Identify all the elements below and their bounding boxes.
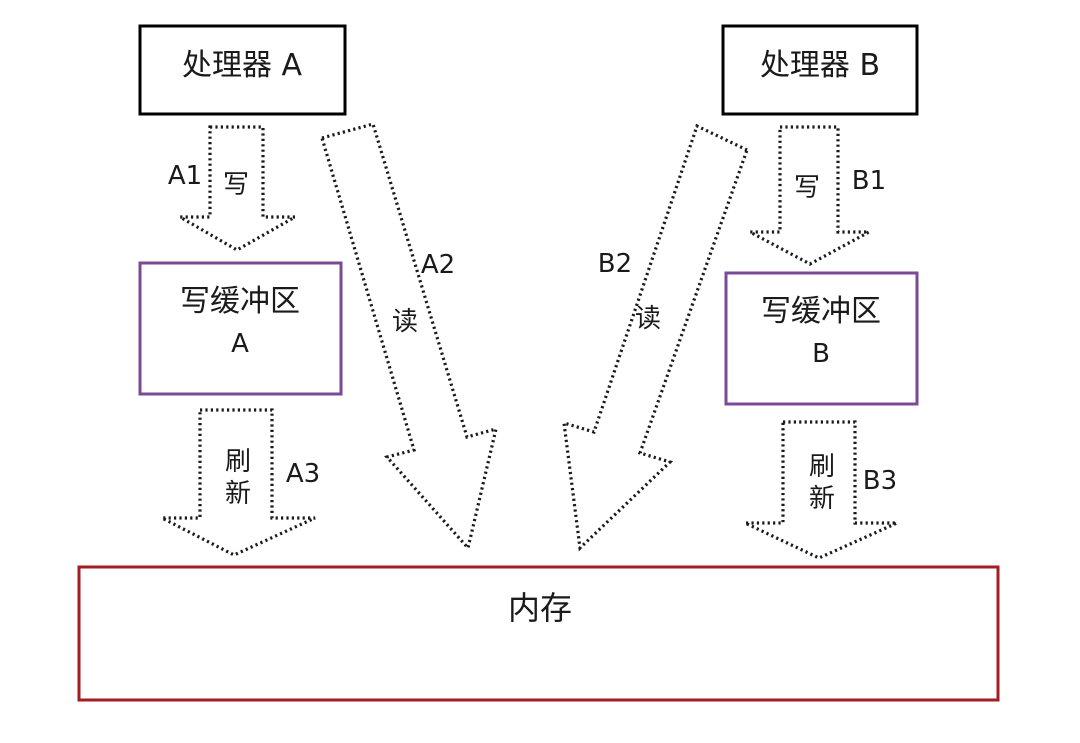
arrow-a2-read <box>320 122 499 552</box>
arrow-a3-action-line2: 新 <box>225 479 251 509</box>
write-buffer-a-frame <box>138 261 343 396</box>
arrow-a3-flush <box>161 408 316 557</box>
arrow-b1-write <box>749 125 870 266</box>
arrow-b2-tag: B2 <box>598 249 632 279</box>
memory-label: 内存 <box>508 589 572 627</box>
arrow-a1-tag: A1 <box>168 161 202 191</box>
arrow-a1-action: 写 <box>223 170 249 200</box>
write-buffer-a-line1: 写缓冲区 <box>180 284 300 319</box>
arrow-a2-action: 读 <box>392 307 418 337</box>
processor-a-label: 处理器 A <box>182 48 303 83</box>
processor-a-box: 处理器 A <box>138 24 347 116</box>
processor-a-frame <box>138 24 347 116</box>
arrow-a2-tag: A2 <box>421 250 455 280</box>
arrow-b1-tag: B1 <box>852 166 886 196</box>
write-buffer-b-frame <box>724 271 919 406</box>
memory-box: 内存 <box>77 565 1000 702</box>
write-buffer-a-line2: A <box>231 329 249 359</box>
arrow-b1-action: 写 <box>794 173 820 203</box>
arrow-b3-action-line2: 新 <box>809 484 835 514</box>
write-buffer-b-box: 写缓冲区 B <box>724 271 919 406</box>
processor-b-box: 处理器 B <box>721 24 919 116</box>
arrow-a3-action-line1: 刷 <box>225 447 251 477</box>
write-buffer-b-line2: B <box>812 339 830 369</box>
arrow-b2-action: 读 <box>635 304 661 334</box>
write-buffer-a-box: 写缓冲区 A <box>138 261 343 396</box>
memory-frame <box>77 565 1000 702</box>
arrow-b3-flush <box>744 420 898 560</box>
arrow-a3-tag: A3 <box>286 459 320 489</box>
arrow-b3-tag: B3 <box>863 466 897 496</box>
processor-b-label: 处理器 B <box>760 48 880 83</box>
arrow-b3-action-line1: 刷 <box>809 452 835 482</box>
arrow-a1-write <box>174 125 302 252</box>
arrow-b2-read <box>562 123 749 552</box>
processor-b-frame <box>721 24 919 116</box>
write-buffer-b-line1: 写缓冲区 <box>761 294 881 329</box>
